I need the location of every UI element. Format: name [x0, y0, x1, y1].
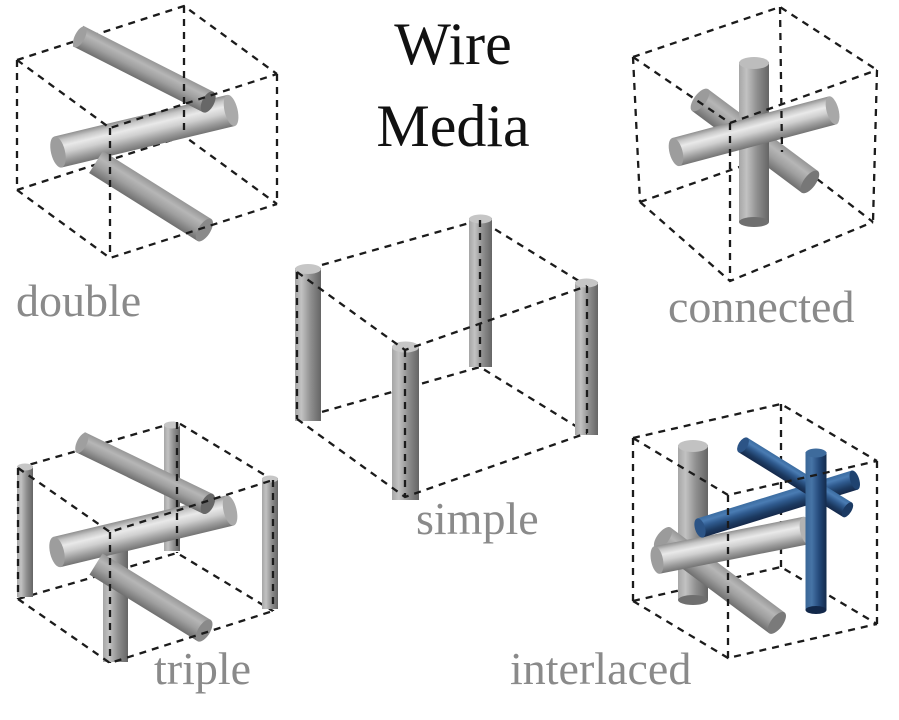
triple-unit-cell-drawing — [16, 420, 278, 665]
label-double: double — [16, 275, 142, 326]
corner-wire-left — [17, 463, 33, 597]
panel-triple — [0, 400, 300, 680]
panel-interlaced — [600, 400, 899, 720]
cell-front-edges — [631, 437, 879, 660]
connected-unit-cell-drawing — [631, 5, 879, 283]
cell-back-edges — [632, 5, 878, 223]
cell-front-edges — [15, 6, 279, 260]
wire-cylinder-bright — [668, 96, 840, 167]
corner-wire-right — [575, 278, 598, 435]
wire-cylinder — [50, 94, 239, 168]
wire-bar-front — [89, 150, 214, 242]
cell-back-edges — [17, 420, 274, 612]
cell-front-edges — [16, 422, 275, 665]
panel-connected — [620, 0, 899, 290]
corner-wire-right — [262, 475, 278, 609]
cell-back-edges — [16, 4, 278, 205]
label-connected: connected — [668, 281, 855, 332]
simple-unit-cell-drawing — [295, 214, 598, 500]
corner-wire-back — [469, 214, 492, 367]
wire-bar-front — [89, 553, 213, 642]
label-interlaced: interlaced — [510, 643, 692, 694]
panel-double — [0, 0, 290, 270]
figure-title-line2: Media — [376, 92, 530, 159]
wire-cylinder-bright — [49, 495, 238, 568]
interlaced-unit-cell-drawing — [631, 402, 879, 660]
figure-title-line1: Wire — [394, 11, 512, 77]
cell-front-edges — [631, 6, 879, 283]
corner-wire-front — [392, 341, 419, 500]
blue-wire-vertical — [805, 448, 827, 614]
figure-title: Wire Media — [303, 4, 603, 167]
label-simple: simple — [416, 493, 539, 544]
label-triple: triple — [154, 643, 252, 694]
wire-bar-back — [72, 25, 216, 113]
cell-back-edges — [296, 218, 588, 434]
wire-bar-back — [75, 432, 216, 515]
corner-wire-left — [295, 264, 321, 421]
double-unit-cell-drawing — [15, 4, 279, 260]
cell-front-edges — [295, 220, 589, 499]
panel-simple — [290, 210, 610, 510]
